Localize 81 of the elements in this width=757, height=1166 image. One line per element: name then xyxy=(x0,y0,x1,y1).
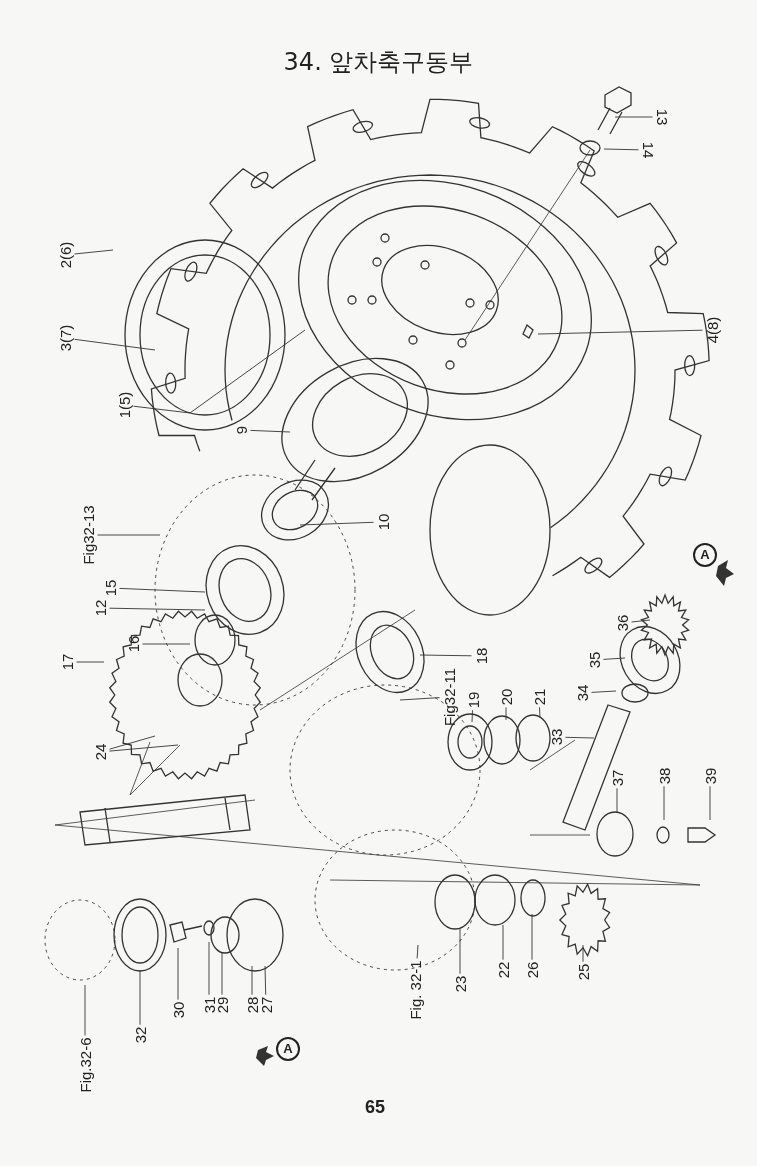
leader-line xyxy=(74,338,156,351)
callout-number: 25 xyxy=(575,963,591,981)
leader-line xyxy=(142,643,191,645)
callout-number: Fig.32-6 xyxy=(77,1037,93,1093)
leader-line xyxy=(709,785,711,821)
callout-number: 18 xyxy=(473,647,489,665)
callout-number: 9 xyxy=(233,425,249,435)
leader-line xyxy=(603,657,626,660)
leader-line xyxy=(419,654,472,657)
callout-number: 16 xyxy=(125,635,141,653)
callout-number: 20 xyxy=(498,688,514,706)
callout-number: 28 xyxy=(244,996,260,1014)
callout-number: 3(7) xyxy=(57,324,73,352)
leader-line xyxy=(84,984,86,1036)
leader-line xyxy=(264,965,267,996)
callout-number: 35 xyxy=(586,651,602,669)
callout-number: 24 xyxy=(92,743,108,761)
leader-line xyxy=(74,249,114,255)
callout-number: 13 xyxy=(654,108,670,126)
leader-line xyxy=(119,587,206,593)
callout-number: 1(5) xyxy=(116,391,132,419)
callout-number: 17 xyxy=(59,653,75,671)
callout-number: 37 xyxy=(609,769,625,787)
callout-number: 33 xyxy=(548,728,564,746)
leader-line xyxy=(471,709,473,723)
callout-number: 15 xyxy=(102,579,118,597)
leader-line xyxy=(133,329,306,414)
callout-number: 39 xyxy=(702,767,718,785)
leader-line xyxy=(616,787,618,813)
callout-number: 38 xyxy=(656,767,672,785)
callout-number: 34 xyxy=(574,684,590,702)
leader-line xyxy=(614,116,653,118)
leader-line xyxy=(208,941,210,996)
leader-line xyxy=(631,619,651,623)
callout-number: 30 xyxy=(170,1001,186,1019)
callout-number: Fig32-13 xyxy=(80,505,96,565)
callout-number: 36 xyxy=(614,614,630,632)
leader-line xyxy=(531,913,533,961)
leader-line xyxy=(582,944,584,963)
callout-number: 4(8) xyxy=(704,316,720,344)
leader-line xyxy=(109,735,156,750)
title: 34. 앞차축구동부 xyxy=(282,47,475,78)
leader-line xyxy=(139,969,141,1026)
callout-number: Fig32-11 xyxy=(441,667,457,727)
leader-line xyxy=(299,521,374,526)
leader-line xyxy=(416,944,419,959)
leader-line xyxy=(109,744,179,752)
page-number: 65 xyxy=(365,1097,386,1118)
leader-line xyxy=(505,706,507,721)
circled-letter: A xyxy=(276,1037,300,1061)
leader-line xyxy=(502,924,504,961)
callout-number: 26 xyxy=(524,961,540,979)
callout-number: 2(6) xyxy=(57,241,73,269)
callout-number: Fig. 32-1 xyxy=(407,960,423,1020)
leader-line xyxy=(663,785,665,821)
circled-letter: A xyxy=(693,543,717,567)
callout-number: 23 xyxy=(452,975,468,993)
leader-line xyxy=(221,952,223,996)
callout-number: 29 xyxy=(214,996,230,1014)
callout-number: 27 xyxy=(258,996,274,1014)
callout-number: 31 xyxy=(201,996,217,1014)
leader-line xyxy=(250,429,291,433)
leader-line xyxy=(76,661,105,663)
leader-line xyxy=(459,928,461,975)
leader-line xyxy=(177,947,179,1001)
callout-number: 14 xyxy=(640,141,656,159)
callout-number: 19 xyxy=(465,691,481,709)
callout-number: 10 xyxy=(375,513,391,531)
leader-line xyxy=(539,706,541,719)
leader-line xyxy=(399,697,440,701)
leader-line xyxy=(591,690,617,693)
leader-line xyxy=(251,965,253,996)
leader-line xyxy=(109,607,206,611)
callout-number: 22 xyxy=(495,961,511,979)
leader-line xyxy=(537,329,703,335)
callout-number: 12 xyxy=(92,599,108,617)
leader-line xyxy=(97,534,161,536)
callout-number: 21 xyxy=(531,688,547,706)
callout-number: 32 xyxy=(132,1026,148,1044)
leader-line xyxy=(603,148,639,151)
leader-line xyxy=(565,736,595,739)
